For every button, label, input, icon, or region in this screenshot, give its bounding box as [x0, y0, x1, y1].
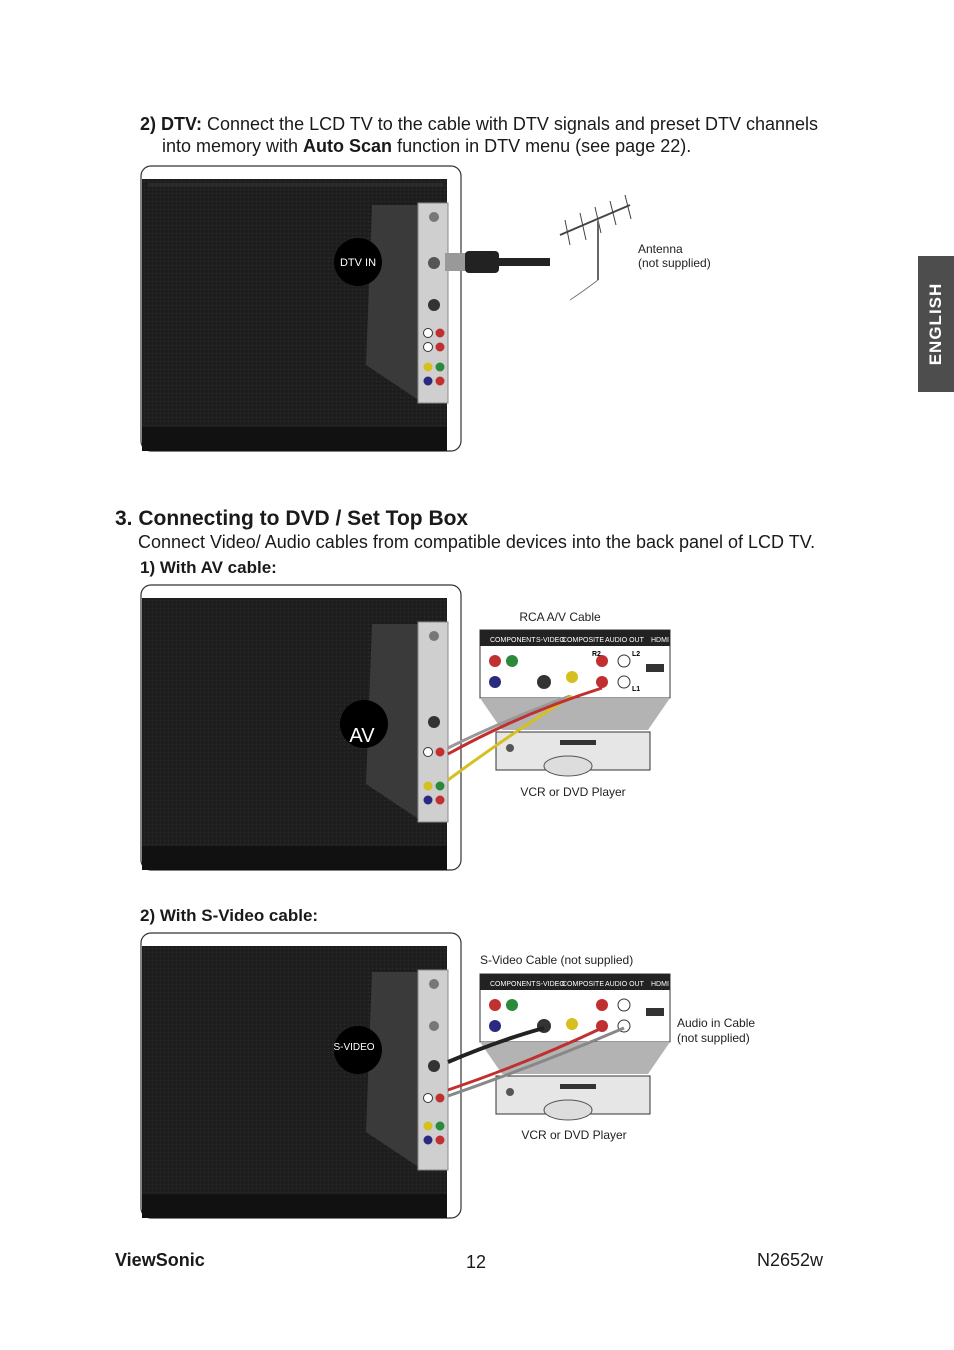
antenna-caption-2: (not supplied) — [638, 256, 711, 270]
sv-lbl-svideo: S-VIDEO — [536, 981, 565, 988]
footer-model: N2652w — [757, 1250, 824, 1270]
audio-caption-2: (not supplied) — [677, 1031, 750, 1045]
language-tab-label: ENGLISH — [926, 282, 945, 366]
dtv-figure: DTV IN Antenna (not supplied) — [140, 165, 711, 452]
sv-lbl-component: COMPONENT — [490, 981, 536, 988]
section-3-heading: 3. Connecting to DVD / Set Top Box — [115, 507, 469, 530]
footer-page-number: 12 — [466, 1252, 487, 1272]
av-lbl-audio-out: AUDIO OUT — [605, 637, 645, 644]
svideo-figure: S-VIDEO S-Video Cable (not supplied) COM… — [140, 932, 755, 1219]
audio-caption-1: Audio in Cable — [677, 1016, 755, 1030]
dtv-text-1: Connect the LCD TV to the cable with DTV… — [202, 114, 818, 134]
av-figure: AV RCA A/V Cable COMPONENT S-VIDEO COMPO… — [140, 584, 671, 871]
av-lbl-hdmi: HDMI — [651, 637, 669, 644]
av-device-caption: VCR or DVD Player — [520, 785, 625, 799]
sv-lbl-audio-out: AUDIO OUT — [605, 981, 645, 988]
av-lbl-l2: L2 — [632, 651, 640, 658]
sv-lbl-hdmi: HDMI — [651, 981, 669, 988]
sv-lbl-composite: COMPOSITE — [562, 981, 604, 988]
antenna-caption-1: Antenna — [638, 242, 683, 256]
dtv-lead: 2) DTV: — [140, 114, 203, 134]
av-heading: 1) With AV cable: — [140, 558, 277, 577]
svideo-badge: S-VIDEO — [333, 1042, 374, 1053]
av-lbl-svideo: S-VIDEO — [536, 637, 565, 644]
dtv-line-1: 2) DTV: Connect the LCD TV to the cable … — [140, 113, 860, 135]
svideo-cable-caption: S-Video Cable (not supplied) — [480, 953, 633, 967]
svideo-heading: 2) With S-Video cable: — [140, 906, 319, 925]
av-lbl-r2: R2 — [592, 651, 601, 658]
language-tab: ENGLISH — [918, 256, 954, 392]
dtv-line-2: into memory with Auto Scan function in D… — [140, 135, 860, 157]
dtv-bold-auto-scan: Auto Scan — [303, 136, 393, 156]
av-badge: AV — [349, 725, 375, 747]
av-lbl-composite: COMPOSITE — [562, 637, 604, 644]
footer-brand: ViewSonic — [115, 1250, 205, 1270]
dtv-badge: DTV IN — [340, 257, 376, 269]
dtv-text-2a: into memory with — [162, 136, 304, 156]
dtv-paragraph: 2) DTV: Connect the LCD TV to the cable … — [140, 113, 860, 157]
dtv-text-2b: function in DTV menu (see page 22). — [392, 136, 692, 156]
section-3-intro: Connect Video/ Audio cables from compati… — [138, 532, 816, 552]
av-cable-caption: RCA A/V Cable — [519, 610, 601, 624]
svideo-device-caption: VCR or DVD Player — [521, 1128, 626, 1142]
av-lbl-l1: L1 — [632, 686, 640, 693]
av-lbl-component: COMPONENT — [490, 637, 536, 644]
